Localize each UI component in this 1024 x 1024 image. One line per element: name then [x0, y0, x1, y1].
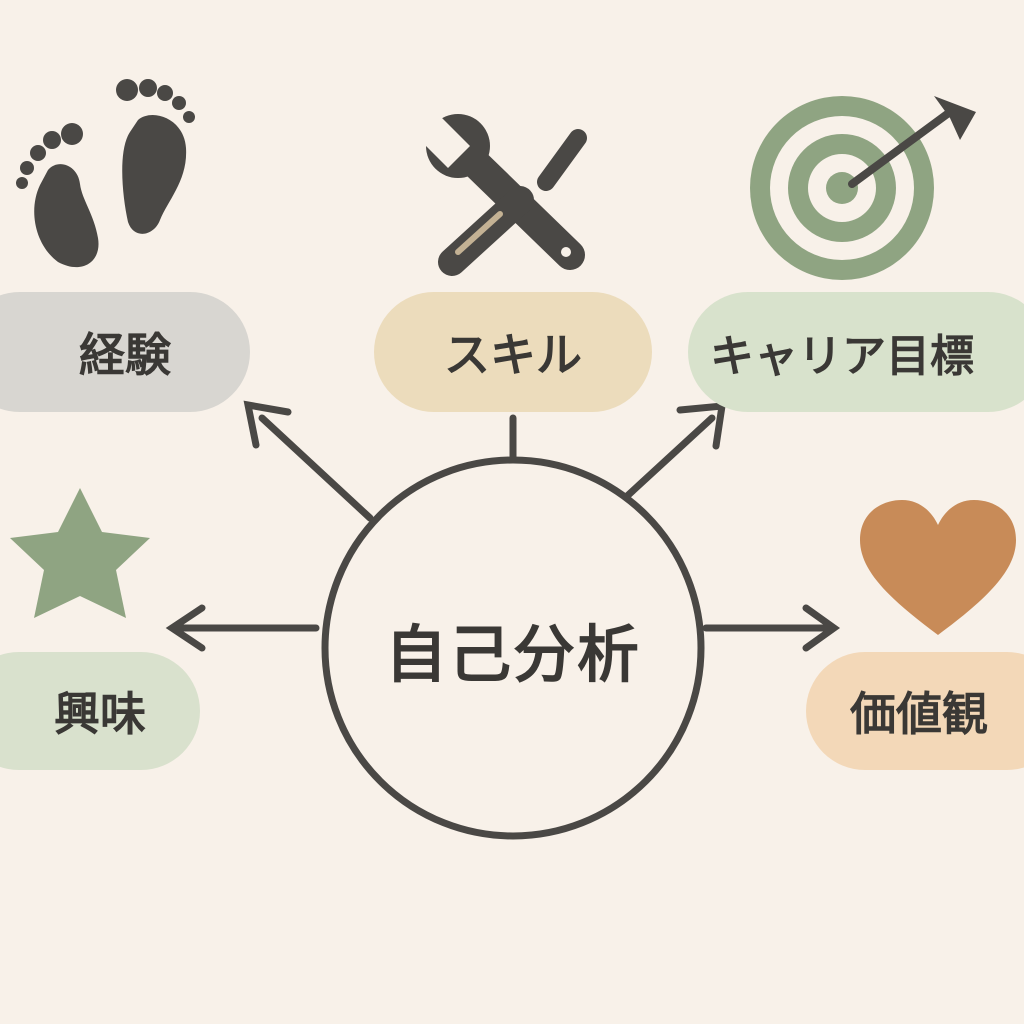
- arrowhead-values: [802, 604, 841, 652]
- target-arrow-icon: [750, 96, 976, 280]
- node-experience-label: 経験: [79, 328, 171, 382]
- node-experience: 経験: [0, 292, 250, 412]
- node-skill: スキル: [374, 292, 652, 412]
- center-circle: [321, 456, 705, 840]
- node-career: キャリア目標: [688, 292, 1024, 412]
- node-values: 価値観: [806, 652, 1024, 770]
- connector-experience: [258, 414, 374, 522]
- heart-icon: [860, 500, 1016, 635]
- wrench-screwdriver-icon: [420, 114, 587, 276]
- center-label: 自己分析: [384, 618, 641, 691]
- arrowhead-experience: [243, 400, 292, 449]
- footprints-icon: [16, 79, 195, 268]
- connector-career: [621, 414, 716, 502]
- node-values-label: 価値観: [850, 687, 988, 741]
- node-career-label: キャリア目標: [710, 331, 974, 382]
- node-interest: 興味: [0, 652, 200, 770]
- star-icon: [10, 488, 150, 618]
- node-interest-label: 興味: [54, 687, 146, 741]
- arrowhead-interest: [165, 604, 206, 652]
- node-skill-label: スキル: [444, 328, 582, 382]
